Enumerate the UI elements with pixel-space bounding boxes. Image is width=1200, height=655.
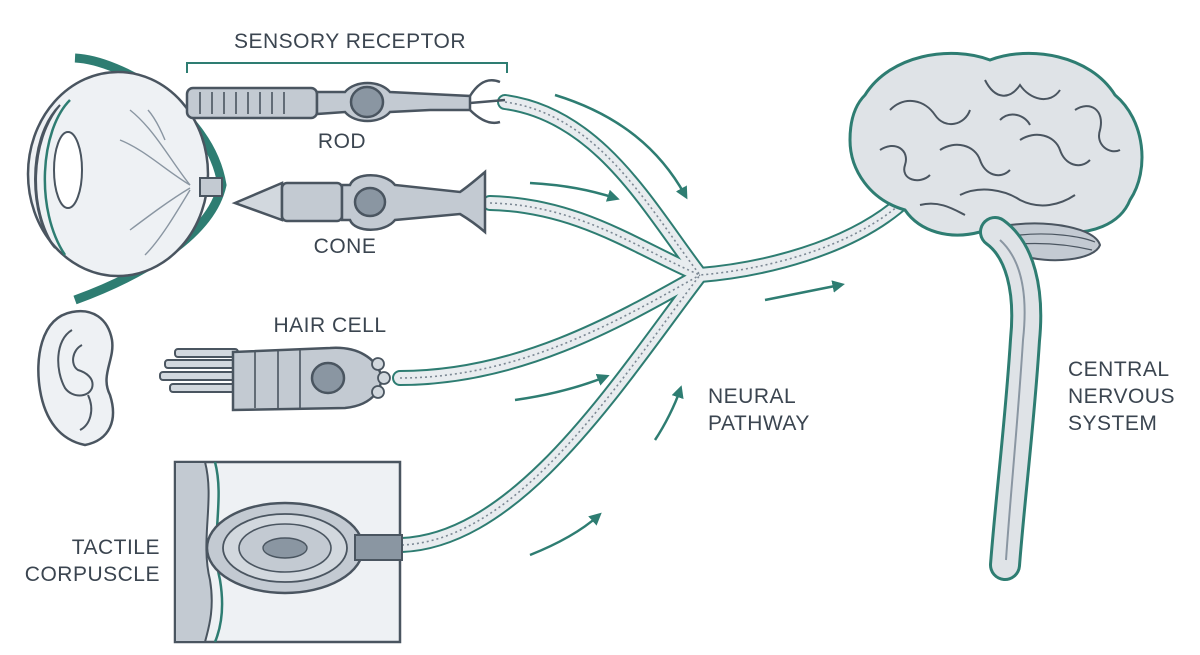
hair-cell-label: HAIR CELL (273, 314, 387, 337)
spinal-cord-icon (979, 216, 1043, 581)
hair-cell (159, 346, 391, 412)
tactile-corpuscle (173, 460, 403, 644)
signal-direction-arrows (514, 93, 845, 557)
sensory-receptor-bracket (186, 62, 508, 73)
neural-pathway-bundle (392, 94, 913, 553)
brain-icon (848, 51, 1144, 262)
eye-icon (26, 53, 227, 305)
arrow-mid (653, 385, 684, 441)
arrow-tactile (529, 512, 602, 557)
arrow-cone (529, 181, 620, 202)
ear-icon (37, 309, 115, 447)
tactile-corpuscle-label: TACTILE CORPUSCLE (24, 536, 160, 586)
arrow-to-brain (764, 280, 845, 302)
arrow-rod (554, 93, 688, 200)
rod-cell (185, 79, 506, 125)
cone-cell (231, 169, 487, 235)
sensory-receptor-label: SENSORY RECEPTOR (233, 30, 467, 53)
neural-pathway-label: NEURAL PATHWAY (708, 385, 810, 435)
cns-label: CENTRAL NERVOUS SYSTEM (1068, 358, 1175, 435)
cone-label: CONE (313, 235, 377, 258)
arrow-hair-cell (514, 373, 610, 402)
rod-label: ROD (317, 130, 367, 153)
